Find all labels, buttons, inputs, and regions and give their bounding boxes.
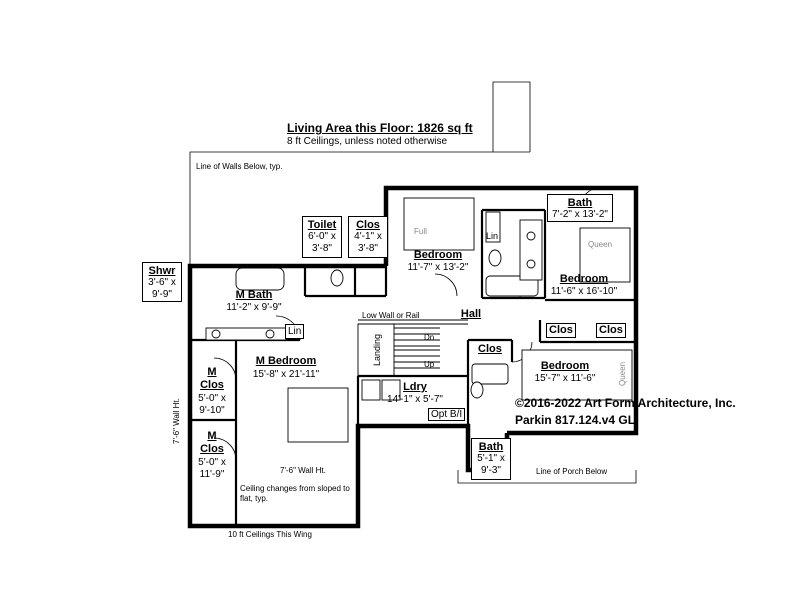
bedroom-lower-size: 15'-7" x 11'-6": [534, 373, 596, 384]
opt-label: Opt B/I: [428, 408, 466, 421]
up-label: Up: [424, 360, 435, 369]
dn-label: Dn: [424, 333, 435, 342]
m-clos-2-size-1: 5'-0" x: [198, 457, 226, 468]
ldry-name: Ldry: [403, 381, 427, 393]
clos-top-size-1: 4'-1" x: [354, 231, 382, 242]
bath-bottom-name: Bath: [478, 441, 504, 453]
clos-b-label: Clos: [596, 323, 626, 338]
bedroom-right-name: Bedroom: [559, 273, 609, 285]
m-clos-2-name-1: M: [207, 430, 217, 442]
clos-hall-label: Clos: [478, 343, 502, 355]
shwr-name: Shwr: [148, 265, 176, 277]
bath-top-callout: Bath 7'-2" x 13'-2": [547, 194, 613, 222]
bath-bottom-callout: Bath 5'-1" x 9'-3": [471, 438, 511, 480]
m-bedroom-name: M Bedroom: [255, 355, 317, 367]
low-wall-note: Low Wall or Rail: [362, 311, 420, 320]
m-clos-1-size-2: 9'-10": [199, 405, 225, 416]
bedroom-right-size: 11'-6" x 16'-10": [550, 286, 618, 297]
hall-name: Hall: [460, 308, 482, 320]
landing-label: Landing: [372, 333, 382, 366]
bedroom-lower-name: Bedroom: [540, 360, 590, 372]
clos-top-callout: Clos 4'-1" x 3'-8": [348, 216, 388, 258]
toilet-name: Toilet: [307, 219, 337, 231]
copyright-line-1: ©2016-2022 Art Form Architecture, Inc.: [515, 396, 736, 410]
bed-queen-1-label: Queen: [588, 240, 613, 249]
m-bedroom-size: 15'-8" x 21'-11": [252, 369, 320, 380]
clos-top-name: Clos: [356, 219, 380, 231]
copyright-line-2: Parkin 817.124.v4 GL: [515, 413, 636, 427]
m-clos-1-size-1: 5'-0" x: [198, 393, 226, 404]
ceiling-change-text: Ceiling changes from sloped to flat, typ…: [240, 484, 350, 503]
clos-a-label: Clos: [546, 323, 576, 338]
stairs: [357, 323, 440, 377]
living-area-title: Living Area this Floor: 1826 sq ft: [287, 121, 473, 135]
shwr-size-2: 9'-9": [152, 289, 172, 300]
toilet-callout: Toilet 6'-0" x 3'-8": [302, 216, 342, 258]
bed-queen-2-label: Queen: [618, 361, 627, 386]
ceilings-wing-note: 10 ft Ceilings This Wing: [228, 530, 312, 539]
wall-height-bottom-note: 7'-6" Wall Ht.: [280, 466, 326, 475]
walls-below-note: Line of Walls Below, typ.: [196, 162, 283, 171]
toilet-size-1: 6'-0" x: [308, 231, 336, 242]
ceiling-subtitle: 8 ft Ceilings, unless noted otherwise: [287, 136, 448, 147]
m-bath-size: 11'-2" x 9'-9": [226, 302, 282, 313]
bedroom-top-name: Bedroom: [413, 249, 463, 261]
shwr-size-1: 3'-6" x: [148, 277, 176, 288]
ldry-size: 14'-1" x 5'-7": [387, 394, 443, 405]
clos-top-size-2: 3'-8": [358, 243, 378, 254]
shwr-callout: Shwr 3'-6" x 9'-9": [142, 262, 182, 302]
lin-mbath-label: Lin: [285, 324, 305, 339]
bath-top-name: Bath: [567, 197, 593, 209]
m-clos-2-size-2: 11'-9": [199, 469, 225, 480]
m-clos-1-name-2: Clos: [200, 379, 224, 391]
m-clos-2-name-2: Clos: [200, 443, 224, 455]
porch-below-note: Line of Porch Below: [536, 467, 608, 476]
toilet-size-2: 3'-8": [312, 243, 332, 254]
bed-full-label: Full: [414, 227, 427, 236]
bath-bottom-size-1: 5'-1" x: [477, 453, 505, 464]
bath-bottom-size-2: 9'-3": [481, 465, 501, 476]
fixtures: [205, 197, 633, 443]
m-clos-1-name-1: M: [207, 366, 217, 378]
bedroom-top-size: 11'-7" x 13'-2": [407, 262, 469, 273]
lin-bath-label: Lin: [486, 231, 499, 241]
ceiling-change-note: Ceiling changes from sloped to flat, typ…: [240, 484, 350, 504]
wall-height-left-note: 7'-6" Wall Ht.: [172, 398, 181, 444]
bath-top-size: 7'-2" x 13'-2": [552, 209, 608, 220]
interior-walls: [190, 208, 636, 526]
m-bath-name: M Bath: [235, 289, 273, 301]
lines-below: [189, 81, 637, 484]
